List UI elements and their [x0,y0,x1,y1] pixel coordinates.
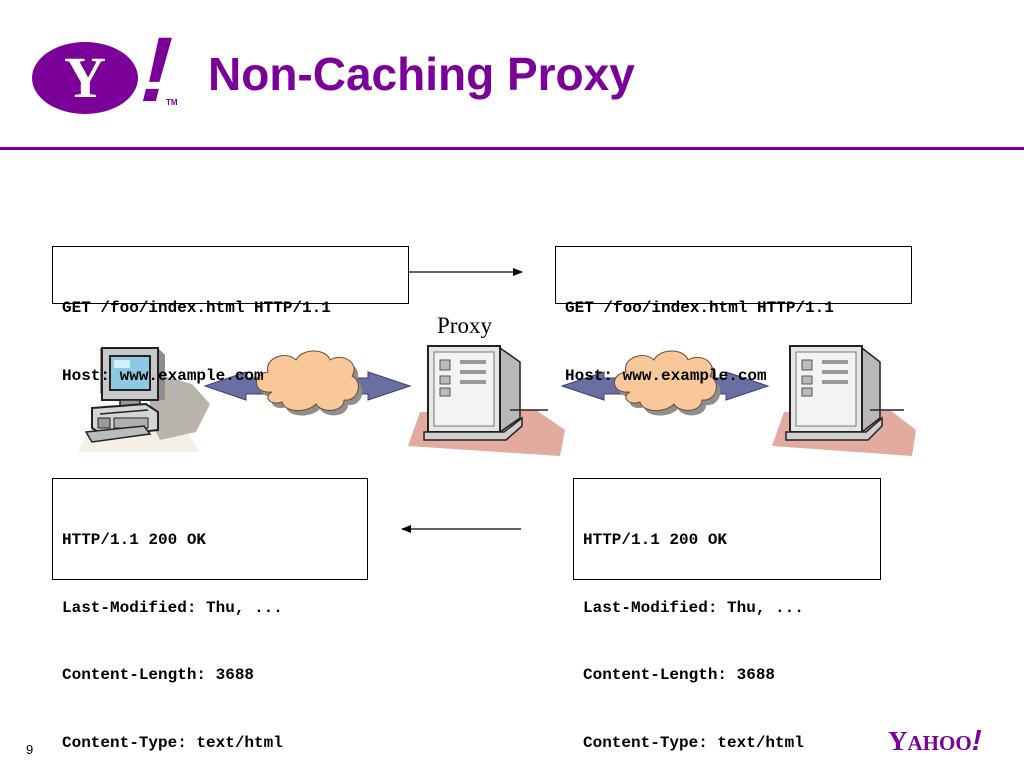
desktop-computer-icon [78,347,210,452]
cloud-icon [614,350,721,416]
server-icon [772,345,916,456]
title-divider [0,147,1024,150]
content-length-header: Content-Length: 3688 [583,666,776,684]
request-to-proxy-box: GET /foo/index.html HTTP/1.1 Host: www.e… [52,246,409,385]
page-number: 9 [26,742,34,757]
response-from-origin-box: HTTP/1.1 200 OK Last-Modified: Thu, ... … [573,478,881,752]
footer-logo-rest: AHOO [907,731,972,755]
server-icon [408,345,565,456]
request-to-origin-box: GET /foo/index.html HTTP/1.1 Host: www.e… [555,246,912,385]
content-type-header: Content-Type: text/html [62,733,283,752]
response-to-client-box: HTTP/1.1 200 OK Last-Modified: Thu, ... … [52,478,368,752]
footer-logo-initial: Y [888,726,908,756]
last-modified-header: Last-Modified: Thu, ... [62,598,283,617]
request-line: GET /foo/index.html HTTP/1.1 [62,299,331,317]
status-line: HTTP/1.1 200 OK [583,531,728,549]
proxy-label: Proxy [437,313,492,338]
logo-oval [32,42,138,114]
cloud-icon [256,350,363,416]
host-header: Host: www.example.com [565,366,767,385]
logo-trademark: TM [166,98,178,107]
status-line: HTTP/1.1 200 OK [62,531,207,549]
page-title: Non-Caching Proxy [208,48,635,100]
host-header: Host: www.example.com [62,366,264,385]
last-modified-header: Last-Modified: Thu, ... [583,598,804,617]
footer-yahoo-logo: YAHOO! [888,725,985,761]
content-type-header: Content-Type: text/html [583,733,804,752]
content-length-header: Content-Length: 3688 [62,666,255,684]
request-line: GET /foo/index.html HTTP/1.1 [565,299,834,317]
logo-letter: Y [64,45,106,110]
yahoo-logo: Y ! TM [30,19,185,121]
